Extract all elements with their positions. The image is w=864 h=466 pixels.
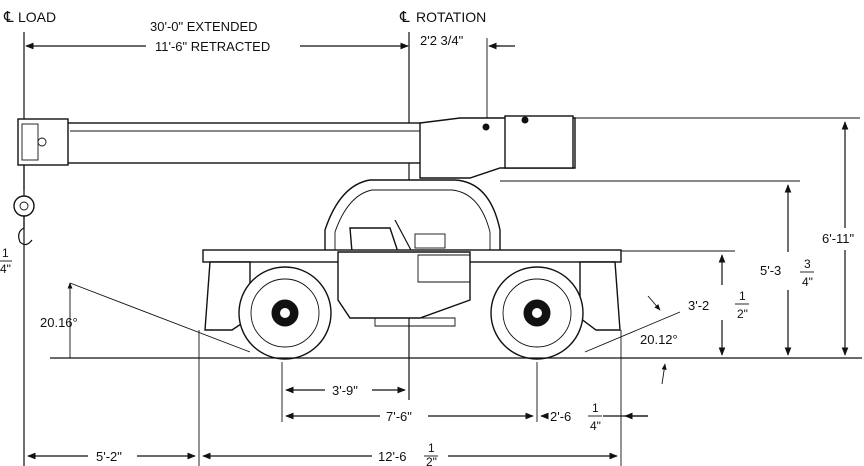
wheel-rear — [490, 266, 584, 360]
height-low-denominator: 2" — [737, 307, 748, 321]
dim-12-6-denominator: 2" — [426, 455, 437, 466]
angle-left-label: 20.16° — [40, 315, 78, 330]
height-total-label: 6'-11" — [822, 231, 855, 246]
height-mid-denominator: 4" — [802, 275, 813, 289]
hook-block — [13, 165, 35, 246]
angle-right-arrow-top — [647, 295, 661, 311]
hook-fraction-numerator: 1 — [2, 246, 9, 260]
dim-12-6-numerator: 1 — [428, 441, 435, 455]
dim-2-6-denominator: 4" — [590, 419, 601, 433]
height-low-whole: 3'-2 — [688, 298, 709, 313]
center-body — [337, 251, 471, 319]
boom-retracted-label: 11'-6" RETRACTED — [155, 39, 270, 54]
cl-rotation-label: ℄ ROTATION — [399, 9, 486, 26]
angle-right-arrow-bottom — [661, 363, 667, 385]
centerline-symbol-load: ℄ — [3, 9, 14, 26]
centerline-symbol-rotation: ℄ — [399, 9, 410, 26]
crane-outline — [13, 115, 622, 360]
dim-5-2-label: 5'-2" — [96, 449, 122, 464]
dim-12-6-whole: 12'-6 — [378, 449, 407, 464]
cl-load-text: LOAD — [18, 9, 56, 25]
dim-2-6-numerator: 1 — [592, 401, 599, 415]
steering-column — [394, 219, 413, 253]
outrigger-right — [579, 261, 621, 331]
hoist-drum — [504, 115, 574, 169]
boom-extended-label: 30'-0" EXTENDED — [150, 19, 258, 34]
departure-angle-line-right — [584, 311, 681, 353]
cl-rotation-text: ROTATION — [416, 9, 486, 25]
wheel-front — [238, 266, 332, 360]
dim-2-6-whole: 2'-6 — [550, 409, 571, 424]
dim-3-9-label: 3'-9" — [332, 383, 358, 398]
departure-angle-line-left — [69, 282, 251, 353]
boom-head — [17, 118, 69, 166]
operator-seat — [349, 227, 399, 253]
boom — [27, 122, 441, 164]
cl-load-label: ℄ LOAD — [3, 9, 56, 26]
height-low-numerator: 1 — [739, 289, 746, 303]
height-mid-numerator: 3 — [804, 257, 811, 271]
height-mid-whole: 5'-3 — [760, 263, 781, 278]
dim-7-6-label: 7'-6" — [386, 409, 412, 424]
angle-right-label: 20.12° — [640, 332, 678, 347]
hook-fraction-denominator: 4" — [0, 262, 11, 276]
rotation-offset-label: 2'2 3/4" — [420, 33, 464, 48]
